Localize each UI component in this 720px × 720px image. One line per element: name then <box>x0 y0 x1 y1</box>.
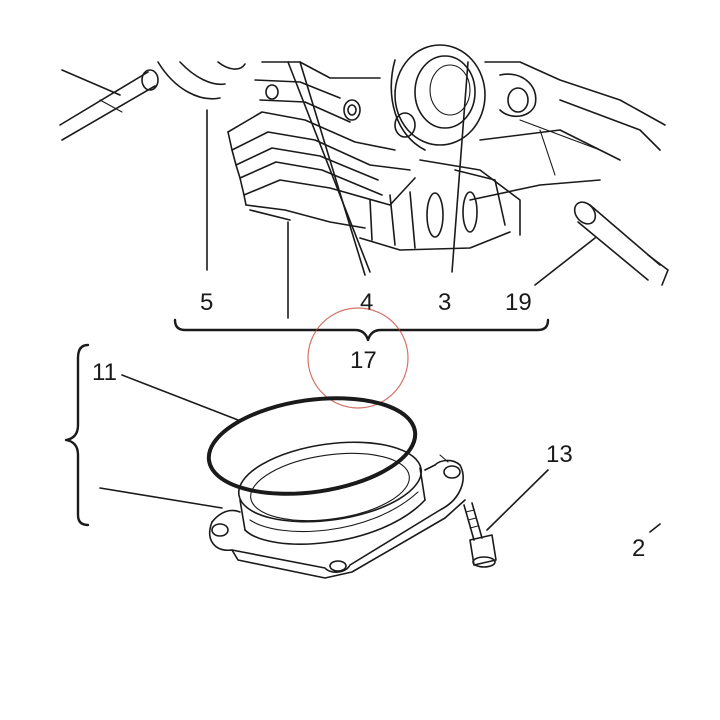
label-4: 4 <box>360 289 373 316</box>
cylinder-head-assembly <box>59 44 669 319</box>
label-11: 11 <box>92 359 117 386</box>
dowel-pin-19 <box>573 201 669 286</box>
fin-bolts <box>265 84 361 121</box>
pushrod-upper-left <box>59 69 159 141</box>
crankcase-right <box>419 61 666 236</box>
label-3: 3 <box>438 289 451 316</box>
leader-flange <box>99 487 223 509</box>
label-5: 5 <box>200 289 213 316</box>
leader-lines-upper <box>206 61 596 319</box>
bolt-13 <box>463 469 549 568</box>
seal-ring-5 <box>157 61 246 100</box>
label-19: 19 <box>505 289 532 316</box>
intake-flange <box>208 441 466 579</box>
brace-group-17 <box>173 318 550 342</box>
label-2: 2 <box>632 535 645 562</box>
leader-2 <box>649 523 661 533</box>
leader-11 <box>121 374 239 421</box>
label-13: 13 <box>546 441 573 468</box>
port-housing-3 <box>390 44 486 151</box>
highlight-circle <box>307 307 409 409</box>
o-ring <box>206 396 418 496</box>
head-base <box>359 169 511 251</box>
label-17: 17 <box>350 347 377 374</box>
cooling-fins <box>227 61 416 229</box>
brace-group-11 <box>64 343 90 527</box>
